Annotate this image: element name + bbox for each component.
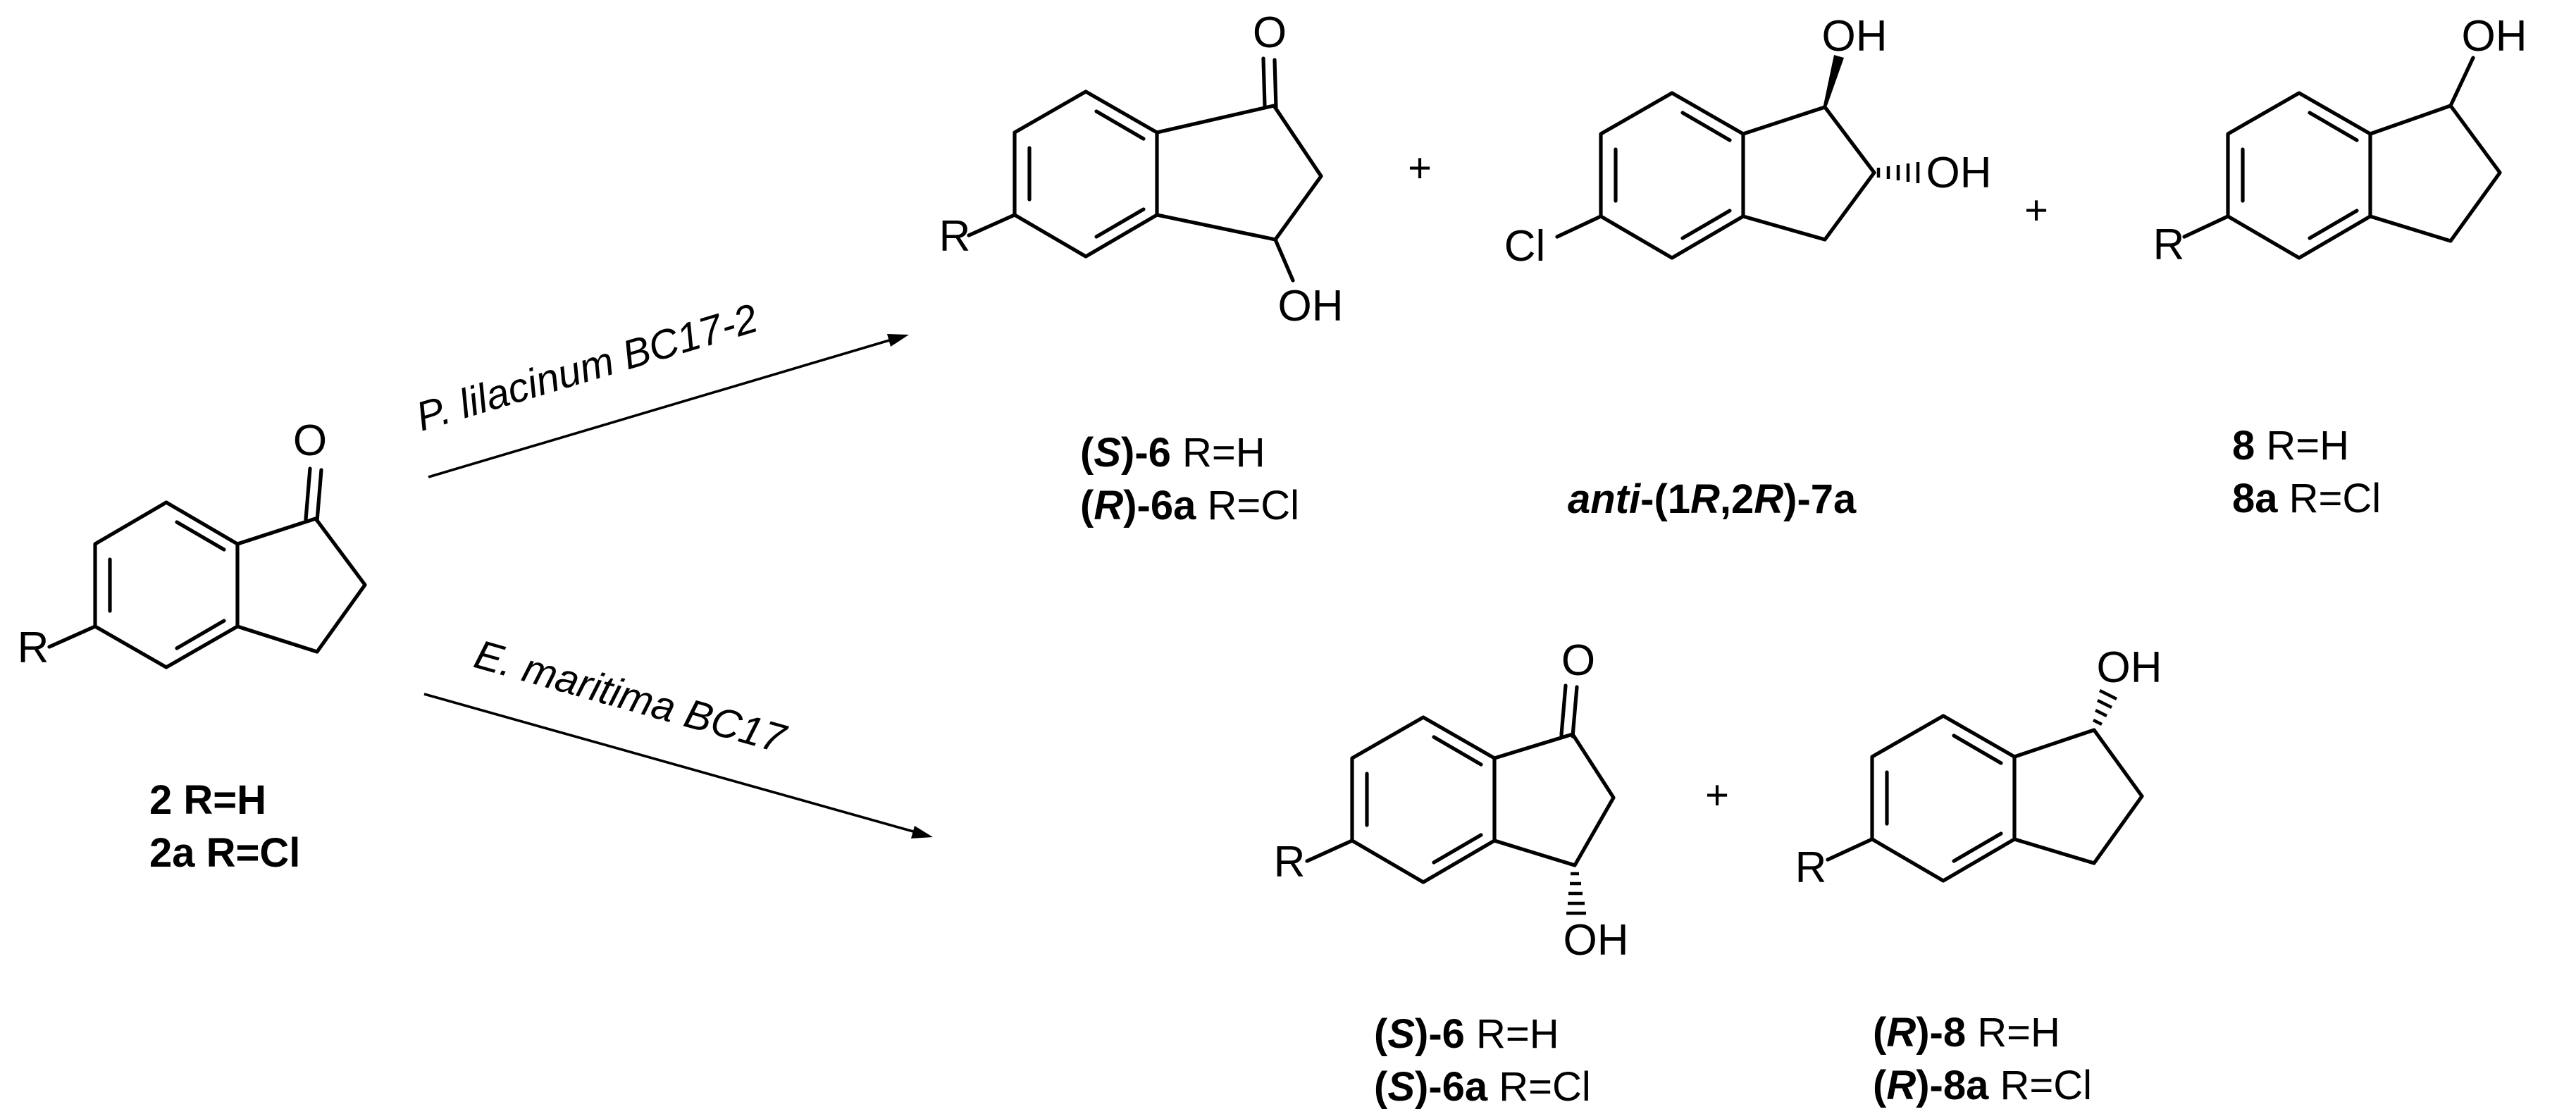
compound-6-top-label-line2: (R)-6a R=Cl	[1080, 483, 1299, 528]
cyclopentanone-ring	[235, 516, 367, 654]
r-group-label: R	[1795, 843, 1827, 892]
compound-8-label-line2: 8a R=Cl	[2232, 476, 2381, 521]
hydroxyl-label: OH	[1563, 916, 1629, 965]
carbonyl-bond	[315, 468, 323, 523]
arrowhead-upper	[887, 334, 909, 347]
chlorine-atom-label: Cl	[1504, 222, 1546, 271]
aromatic-double-bond	[1680, 209, 1732, 240]
cyclopentanone-ring	[1155, 104, 1323, 242]
benzene-ring	[93, 500, 240, 669]
chloro-substituent-bond	[1555, 214, 1603, 239]
hydroxyl-bond	[1273, 237, 1295, 283]
r-substituent-bond	[1826, 837, 1874, 862]
hydroxyl-label-1: OH	[1822, 12, 1888, 61]
compound-2a-label: 2a R=Cl	[149, 830, 300, 876]
r-group-label: R	[939, 212, 971, 261]
oxygen-atom: O	[293, 416, 327, 465]
r-substituent-bond	[967, 213, 1017, 237]
plus-sign: +	[1705, 772, 1729, 818]
r-group-label: R	[2153, 221, 2185, 269]
plus-sign: +	[2024, 187, 2048, 233]
cyclopentane-ring	[2012, 728, 2144, 865]
cyclopentane-ring	[2368, 104, 2502, 243]
carbonyl-bond	[304, 466, 312, 521]
reaction-arrow-upper	[428, 339, 890, 478]
carbonyl-bond	[1272, 58, 1278, 110]
aromatic-double-bond	[175, 619, 226, 650]
hash-bond	[2092, 688, 2118, 726]
carbonyl-bond	[1571, 685, 1579, 738]
reagent-lower-label: E. maritima BC17	[469, 631, 792, 762]
compound-6-top-label-line1: (S)-6 R=H	[1080, 430, 1265, 476]
compound-8-bottom-label-line2: (R)-8a R=Cl	[1873, 1063, 2092, 1108]
aromatic-double-bond	[1680, 111, 1732, 142]
r-group-label: R	[1274, 838, 1306, 886]
aromatic-double-bond	[1432, 735, 1483, 767]
compound-8-structure: OH R	[2153, 12, 2527, 269]
benzene-ring	[1013, 89, 1159, 259]
hydroxyl-label-2: OH	[1926, 149, 1992, 197]
aromatic-double-bond	[2308, 111, 2359, 142]
hydroxyl-label: OH	[2462, 12, 2527, 61]
arrowhead-lower	[911, 826, 933, 838]
wedge-bond	[1823, 55, 1844, 109]
aromatic-double-bond	[1952, 734, 2003, 765]
reaction-arrow-lower	[423, 693, 914, 833]
compound-2-label: 2 R=H	[149, 777, 266, 823]
reagent-upper-label: P. lilacinum BC17-2	[411, 295, 762, 440]
oxygen-atom: O	[1253, 8, 1287, 57]
r-group-label: R	[18, 624, 49, 672]
aromatic-double-bond	[2308, 209, 2359, 240]
hydroxyl-label: OH	[2097, 643, 2162, 692]
hash-bond	[1566, 872, 1586, 915]
carbonyl-bond	[1559, 683, 1568, 737]
cyclopentane-ring	[1741, 105, 1876, 242]
compound-7a-structure: OH OH Cl	[1504, 12, 1992, 271]
plus-sign: +	[1408, 145, 1432, 191]
aromatic-double-bond	[1094, 109, 1146, 141]
r-substituent-bond	[47, 624, 97, 649]
aromatic-double-bond	[1952, 831, 2003, 863]
compound-8-bottom-label-line1: (R)-8 R=H	[1873, 1010, 2060, 1056]
oxygen-atom: O	[1561, 636, 1595, 685]
r-substituent-bond	[2182, 214, 2230, 239]
benzene-ring	[2226, 91, 2372, 260]
hydroxyl-bond	[2448, 56, 2475, 108]
benzene-ring	[1350, 715, 1497, 884]
compound-6-bottom-structure: O OH R	[1274, 636, 1629, 965]
aromatic-double-bond	[1094, 207, 1146, 239]
hash-bond	[1876, 162, 1920, 183]
aromatic-double-bond	[175, 520, 226, 552]
hydroxyl-label: OH	[1278, 282, 1344, 330]
carbonyl-bond	[1261, 56, 1267, 108]
cyclopentanone-ring	[1492, 732, 1616, 867]
benzene-ring	[1870, 714, 2017, 883]
compound-6-bottom-label-line1: (S)-6 R=H	[1374, 1011, 1559, 1057]
compound-2-structure: O R	[18, 416, 367, 672]
compound-7a-label: anti-(1R,2R)-7a	[1568, 476, 1857, 522]
compound-6-bottom-label-line2: (S)-6a R=Cl	[1374, 1064, 1591, 1110]
compound-8-bottom-structure: OH R	[1795, 643, 2162, 892]
benzene-ring	[1599, 91, 1745, 260]
compound-6-top-structure: O OH R	[939, 8, 1344, 330]
r-substituent-bond	[1305, 838, 1354, 863]
aromatic-double-bond	[1432, 833, 1483, 865]
compound-8-label-line1: 8 R=H	[2232, 423, 2349, 469]
